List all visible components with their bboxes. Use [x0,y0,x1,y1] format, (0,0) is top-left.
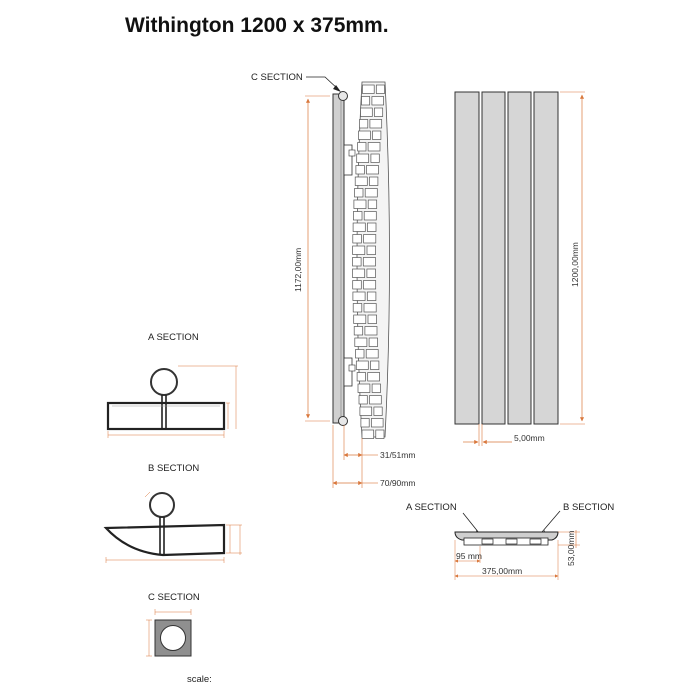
top-connector [338,91,348,101]
brick [370,153,380,163]
brick [355,349,365,359]
c-section-callout: C SECTION [251,72,303,83]
page-title: Withington 1200 x 375mm. [125,14,389,37]
brick [353,199,367,209]
brick [365,349,379,359]
panel-gap-label: 5,00mm [514,433,545,443]
top-offset-label: 95 mm [456,551,482,561]
front-panel-4 [533,91,559,425]
c-section-title: C SECTION [148,592,200,603]
brick [352,245,366,255]
brick [353,326,364,336]
dimension-front-height: 1200,00mm [560,91,585,425]
brick [366,165,379,175]
bottom-connector [338,416,348,426]
brick [360,107,373,117]
brick [366,291,377,301]
brick [352,303,363,313]
brick [363,234,377,244]
a-section-title: A SECTION [148,332,199,343]
brick [366,268,376,278]
brick [361,429,375,439]
brick [367,199,378,209]
brick [357,383,371,393]
brick [354,337,368,347]
brick [363,211,377,221]
c-section-detail: C SECTION [146,592,200,657]
brick [353,314,367,324]
brick [356,153,370,163]
top-depth-label: 53,00mm [566,531,576,566]
brick [355,360,369,370]
side-height-label: 1172,00mm [293,248,303,292]
front-panel-1 [454,91,480,425]
a-section-callout: A SECTION [406,502,457,513]
brick [360,418,370,428]
dimension-side-height: 1172,00mm [293,95,330,422]
brick [366,245,376,255]
b-section-title: B SECTION [148,463,199,474]
brick [374,107,384,117]
brick [358,395,368,405]
brick [364,188,378,198]
brick [375,429,385,439]
brick [363,280,377,290]
brick [355,165,365,175]
brick [357,142,367,152]
brick [353,211,363,221]
brick [367,372,380,382]
brick [361,96,371,106]
brick [358,130,371,140]
brick [369,395,382,405]
front-height-label: 1200,00mm [570,242,580,287]
scale-label: scale: [187,674,212,685]
brick [367,222,377,232]
brick [362,84,375,94]
brick [371,383,381,393]
brick [352,280,362,290]
radiator-side-profile [332,93,345,424]
brick [371,418,384,428]
dimension-offsets: 31/51mm 70/90mm [332,425,415,488]
brick-wall [352,81,390,439]
brick [369,176,379,186]
dimension-panel-gap: 5,00mm [463,424,545,446]
offset-2-label: 70/90mm [380,478,415,488]
front-panel-3 [507,91,532,425]
side-view: C SECTION 1172,00mm 31/51mm 70/90mm [251,72,415,488]
brick [367,314,377,324]
top-width-label: 375,00mm [482,566,522,576]
brick [370,360,380,370]
brick [364,326,378,336]
front-view: 1200,00mm 5,00mm [454,91,585,446]
brick [367,142,381,152]
wall-bracket-bottom [343,357,353,387]
brick [352,291,366,301]
brick [359,406,373,416]
top-view: A SECTION B SECTION 95 mm 375,00mm 53,00… [406,502,614,580]
brick [354,188,364,198]
a-section-detail: A SECTION [106,332,238,438]
brick [352,257,362,267]
brick [359,119,369,129]
front-panel-2 [481,91,506,425]
offset-1-label: 31/51mm [380,450,415,460]
brick [363,303,377,313]
brick [372,130,382,140]
brick [352,222,366,232]
brick [352,234,362,244]
brick [369,119,383,129]
brick [352,268,366,278]
brick [375,84,385,94]
wall-bracket-top [343,144,353,176]
b-section-detail: B SECTION [103,463,242,563]
brick [371,96,384,106]
b-section-callout: B SECTION [563,502,614,513]
brick [373,406,383,416]
brick [354,176,368,186]
brick [362,257,376,267]
brick [368,337,378,347]
brick [356,372,366,382]
